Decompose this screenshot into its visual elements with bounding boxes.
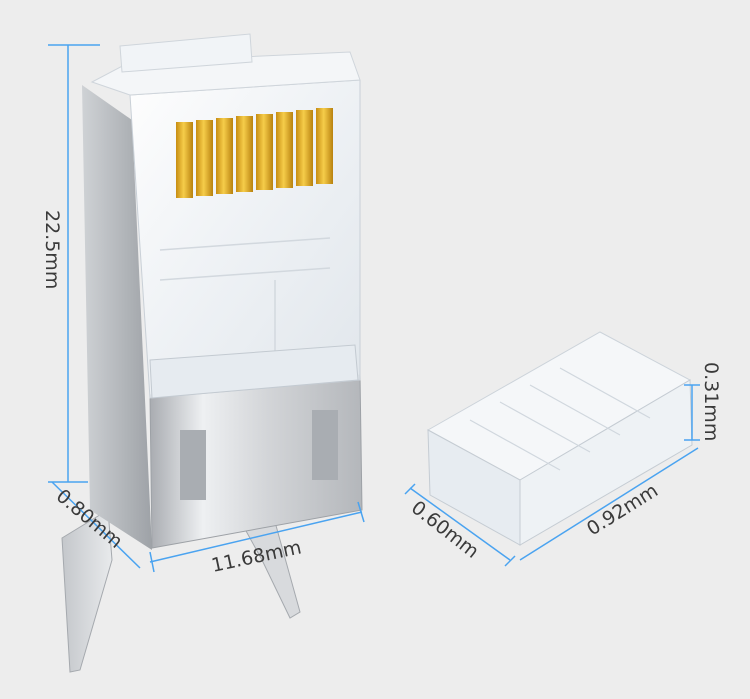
- contact-guides: [159, 237, 331, 360]
- insert-bar: [426, 331, 693, 546]
- shield-slot-right: [312, 410, 338, 480]
- insert-height-label: 0.31mm: [700, 362, 722, 441]
- shield-side: [82, 85, 152, 550]
- plastic-top-tab: [119, 33, 253, 73]
- dimension-lines: [48, 44, 700, 573]
- height-label: 22.5mm: [41, 210, 63, 289]
- insert-side: [519, 379, 693, 546]
- shield-slot-left: [180, 430, 206, 500]
- rj45-connector: [61, 33, 363, 673]
- gold-contacts: [176, 108, 333, 198]
- plastic-frame: [149, 344, 359, 399]
- insert-grooves: [469, 367, 651, 471]
